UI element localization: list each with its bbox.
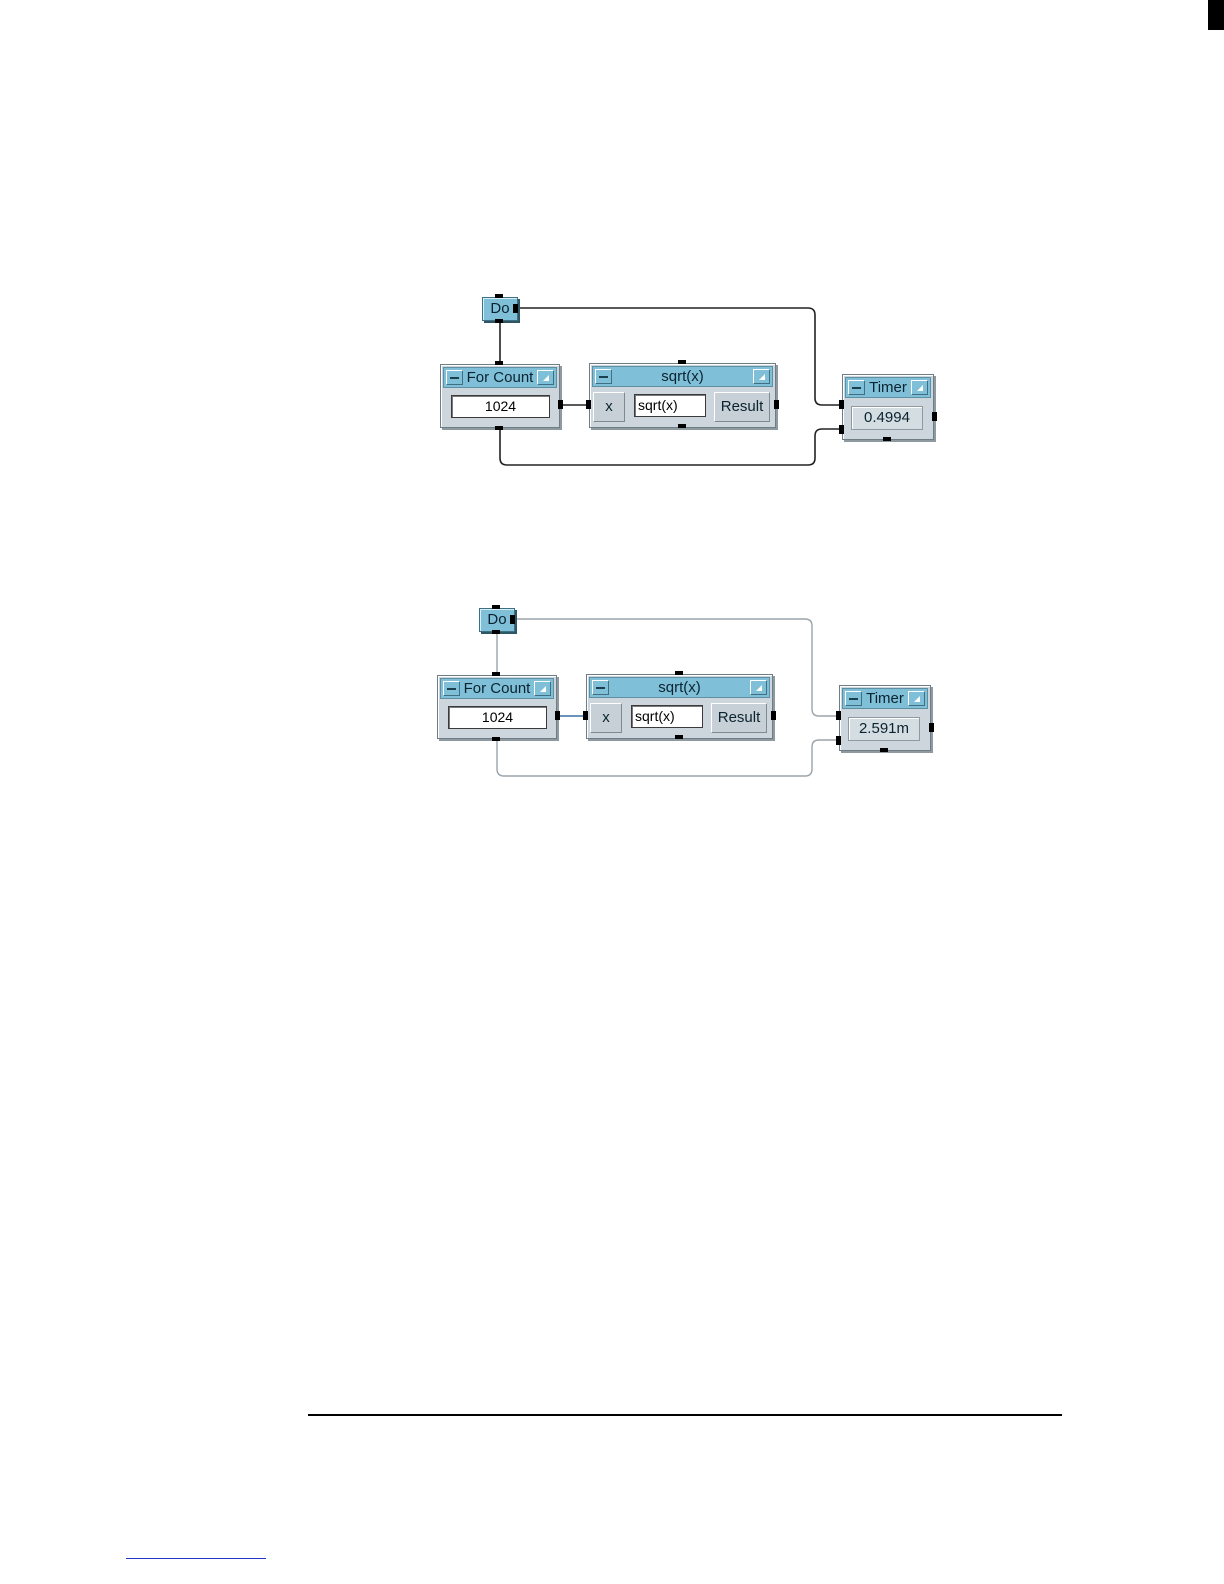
- formula-titlebar[interactable]: sqrt(x): [592, 366, 773, 387]
- timer-input-pin-1: [836, 711, 841, 720]
- for-count-input[interactable]: 1024: [448, 706, 547, 729]
- do-label: Do: [487, 611, 506, 628]
- formula-input-terminal[interactable]: x: [590, 703, 622, 733]
- formula-title: sqrt(x): [612, 679, 747, 697]
- formula-output-terminal[interactable]: Result: [714, 392, 770, 422]
- footer-rule: [308, 1414, 1062, 1416]
- do-output-pin: [513, 304, 518, 313]
- for-count-seq-in-pin: [495, 361, 503, 365]
- timer-titlebar[interactable]: Timer: [842, 688, 928, 709]
- program-diagram-1: Do For Count 1024 sqrt(x) x sqrt(x) Resu…: [0, 290, 1224, 530]
- timer-object[interactable]: Timer 0.4994: [842, 374, 934, 440]
- program-diagram-2: Do For Count 1024 sqrt(x) x sqrt(x) Resu…: [0, 601, 1224, 841]
- formula-seq-in-pin: [678, 360, 686, 364]
- formula-expression-input[interactable]: sqrt(x): [634, 394, 706, 417]
- minimize-icon[interactable]: [446, 370, 463, 385]
- for-count-object[interactable]: For Count 1024: [440, 364, 560, 428]
- open-view-icon[interactable]: [753, 369, 770, 384]
- footer-link-underline[interactable]: [126, 1558, 266, 1559]
- do-output-pin: [510, 615, 515, 624]
- timer-title: Timer: [868, 379, 908, 397]
- minimize-icon[interactable]: [592, 680, 609, 695]
- for-count-output-pin: [558, 400, 563, 409]
- for-count-titlebar[interactable]: For Count: [440, 678, 554, 699]
- open-view-icon[interactable]: [750, 680, 767, 695]
- formula-output-pin: [774, 400, 779, 409]
- formula-object[interactable]: sqrt(x) x sqrt(x) Result: [589, 363, 776, 428]
- for-count-title: For Count: [466, 369, 534, 387]
- formula-expression-input[interactable]: sqrt(x): [631, 705, 703, 728]
- timer-input-pin-2: [839, 425, 844, 434]
- formula-output-terminal[interactable]: Result: [711, 703, 767, 733]
- wire-forcount-seq-to-timer: [497, 739, 839, 776]
- for-count-seq-out-pin: [495, 426, 503, 430]
- timer-output-pin: [932, 412, 937, 421]
- open-view-icon[interactable]: [911, 380, 928, 395]
- page-edge-marker: [1208, 0, 1224, 30]
- formula-seq-in-pin: [675, 671, 683, 675]
- formula-output-pin: [771, 711, 776, 720]
- do-sequence-in-pin: [492, 605, 500, 609]
- do-sequence-out-pin: [492, 630, 500, 634]
- for-count-title: For Count: [463, 680, 531, 698]
- timer-display: 0.4994: [851, 406, 923, 430]
- formula-input-terminal[interactable]: x: [593, 392, 625, 422]
- formula-object[interactable]: sqrt(x) x sqrt(x) Result: [586, 674, 773, 739]
- open-view-icon[interactable]: [534, 681, 551, 696]
- do-sequence-out-pin: [495, 319, 503, 323]
- minimize-icon[interactable]: [443, 681, 460, 696]
- wire-forcount-seq-to-timer: [500, 428, 842, 465]
- open-view-icon[interactable]: [537, 370, 554, 385]
- formula-title: sqrt(x): [615, 368, 750, 386]
- timer-input-pin-1: [839, 400, 844, 409]
- timer-title: Timer: [865, 690, 905, 708]
- formula-seq-out-pin: [675, 735, 683, 739]
- do-sequence-in-pin: [495, 294, 503, 298]
- timer-seq-out-pin: [883, 437, 891, 441]
- for-count-output-pin: [555, 711, 560, 720]
- open-view-icon[interactable]: [908, 691, 925, 706]
- for-count-titlebar[interactable]: For Count: [443, 367, 557, 388]
- formula-seq-out-pin: [678, 424, 686, 428]
- for-count-seq-in-pin: [492, 672, 500, 676]
- for-count-seq-out-pin: [492, 737, 500, 741]
- do-label: Do: [490, 300, 509, 317]
- minimize-icon[interactable]: [848, 380, 865, 395]
- timer-titlebar[interactable]: Timer: [845, 377, 931, 398]
- timer-seq-out-pin: [880, 748, 888, 752]
- minimize-icon[interactable]: [595, 369, 612, 384]
- timer-object[interactable]: Timer 2.591m: [839, 685, 931, 751]
- minimize-icon[interactable]: [845, 691, 862, 706]
- for-count-input[interactable]: 1024: [451, 395, 550, 418]
- timer-output-pin: [929, 723, 934, 732]
- timer-input-pin-2: [836, 736, 841, 745]
- formula-input-pin: [586, 400, 591, 409]
- timer-display: 2.591m: [848, 717, 920, 741]
- formula-titlebar[interactable]: sqrt(x): [589, 677, 770, 698]
- for-count-object[interactable]: For Count 1024: [437, 675, 557, 739]
- formula-input-pin: [583, 711, 588, 720]
